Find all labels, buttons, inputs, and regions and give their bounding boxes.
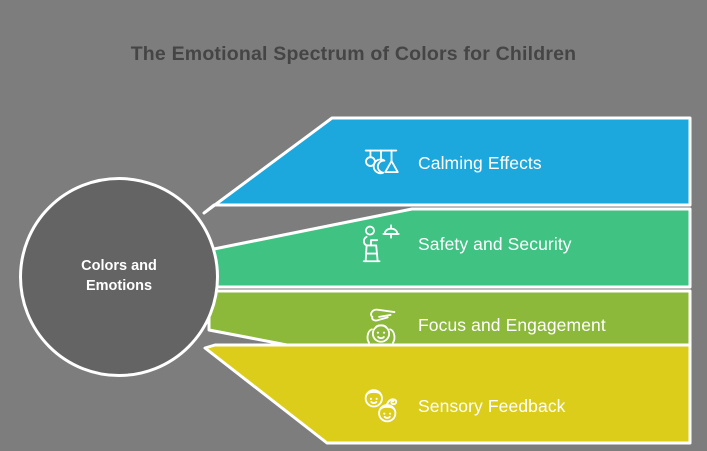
- band-item-calming-effects[interactable]: Calming Effects: [358, 140, 542, 186]
- baby-mobile-icon: [364, 149, 399, 175]
- band-item-safety-and-security[interactable]: Safety and Security: [358, 221, 572, 267]
- band-label-safety-and-security: Safety and Security: [418, 233, 572, 254]
- band-item-sensory-feedback[interactable]: Sensory Feedback: [358, 383, 566, 429]
- band-label-calming-effects: Calming Effects: [418, 152, 542, 173]
- band-item-focus-and-engagement[interactable]: Focus and Engagement: [358, 302, 606, 348]
- two-children-faces-icon: [364, 389, 398, 423]
- child-high-chair-icon: [362, 224, 400, 263]
- baby-face-hands-icon: [366, 308, 396, 344]
- central-hub-label: Colors and Emotions: [81, 258, 157, 294]
- band-label-focus-and-engagement: Focus and Engagement: [418, 314, 606, 335]
- central-hub-circle[interactable]: Colors and Emotions: [19, 177, 219, 377]
- band-label-sensory-feedback: Sensory Feedback: [418, 395, 566, 416]
- page-title: The Emotional Spectrum of Colors for Chi…: [130, 43, 577, 65]
